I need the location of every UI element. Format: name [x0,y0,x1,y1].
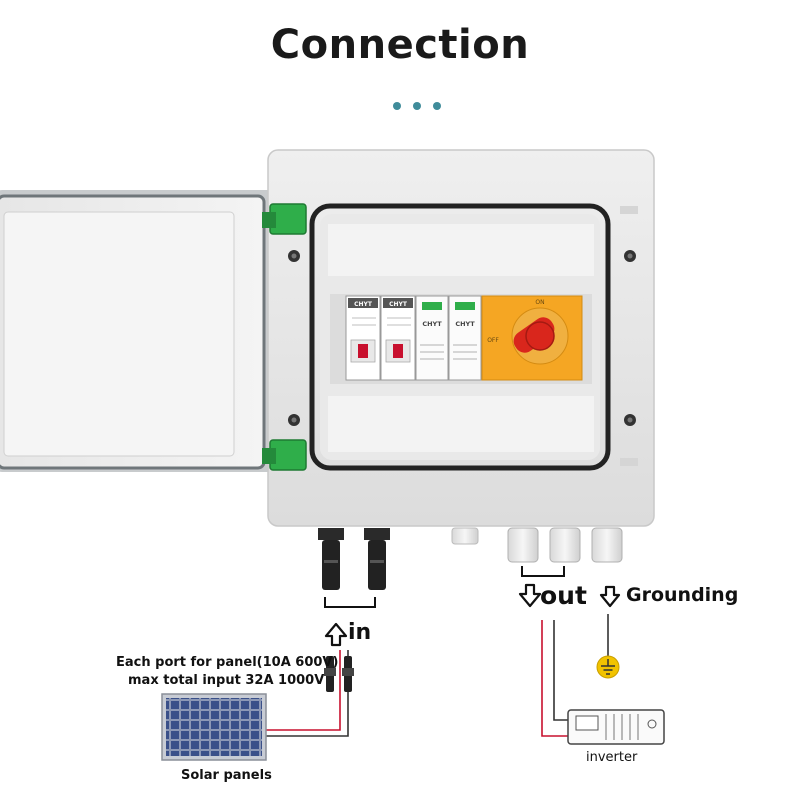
solar-panels-label: Solar panels [181,768,272,783]
isolator-switch: ON OFF [481,295,583,381]
fuse-brand-1: CHYT [354,301,373,308]
hinge-top [262,203,307,235]
decor-dot [393,102,401,110]
inverter-label: inverter [586,750,638,765]
cable-glands [507,527,623,577]
spd-brand-2: CHYT [455,320,475,328]
spd-brand-1: CHYT [422,320,442,328]
port-rating-note: Each port for panel(10A 600V) [116,655,339,670]
decor-dot [433,102,441,110]
solar-panel-icon [161,693,267,761]
arrow-up-icon [324,622,348,647]
output-negative-wire [553,620,574,721]
decor-dot [413,102,421,110]
switch-on-marking: ON [535,299,544,306]
hinge-bottom [262,439,307,471]
output-positive-wire [541,620,574,737]
grounding-label: Grounding [626,584,739,606]
pv-connector-icon [324,656,354,692]
switch-off-marking: OFF [487,337,499,344]
open-door [0,190,276,472]
arrow-down-icon [599,585,621,608]
vent-plug [451,527,479,545]
arrow-down-icon [518,583,542,608]
inverter-icon [567,709,665,745]
output-label: out [540,581,587,610]
page-title: Connection [270,22,530,68]
fuse-brand-2: CHYT [389,301,408,308]
ground-icon [596,655,620,679]
input-connectors [318,528,390,608]
positive-wire [264,650,341,731]
total-input-note: max total input 32A 1000V [128,673,325,688]
input-label: in [348,620,372,645]
